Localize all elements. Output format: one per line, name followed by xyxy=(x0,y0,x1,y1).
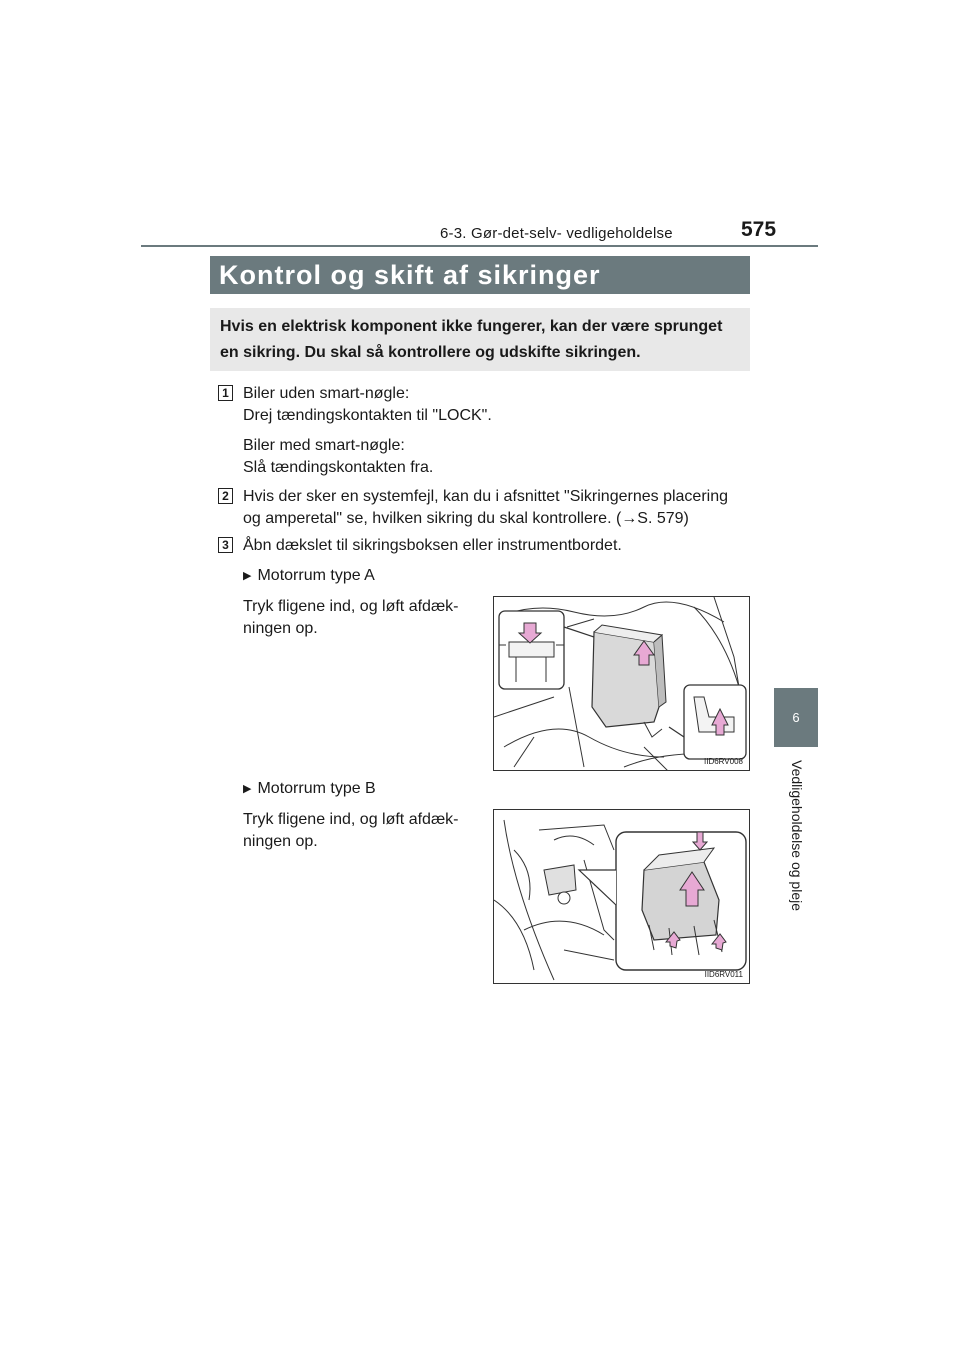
figure-engine-bay-type-a: IID6RV008 xyxy=(493,596,750,771)
step-1-line-1: Biler uden smart-nøgle: xyxy=(243,385,410,402)
up-arrow-icon xyxy=(710,933,727,951)
figure-b-illustration xyxy=(494,819,747,981)
section-title: Kontrol og skift af sikringer xyxy=(210,256,750,294)
figure-a-code: IID6RV008 xyxy=(704,757,743,766)
header-rule xyxy=(141,245,818,247)
step-1-line-2: Drej tændingskontakten til "LOCK". xyxy=(243,407,492,424)
step-number-2: 2 xyxy=(218,488,233,504)
figure-b-code: IID6RV011 xyxy=(704,970,743,979)
up-arrow-icon xyxy=(711,707,729,736)
step-1-line-3: Biler med smart-nøgle: xyxy=(243,437,405,454)
subsection-a-label: Motorrum type A xyxy=(243,565,374,588)
step-2-line-1: Hvis der sker en systemfejl, kan du i af… xyxy=(243,488,728,505)
subsection-b-label: Motorrum type B xyxy=(243,778,375,801)
subsection-b-text-1: Tryk fligene ind, og løft afdæk- xyxy=(243,811,459,828)
chapter-tab: 6 xyxy=(774,688,818,747)
down-arrow-icon xyxy=(691,831,709,851)
up-arrow-icon xyxy=(633,640,655,666)
subsection-b-text-2: ningen op. xyxy=(243,833,318,850)
step-2-line-2: og amperetal" se, hvilken sikring du ska… xyxy=(243,510,689,527)
chapter-label-text: Vedligeholdelse og pleje xyxy=(789,760,805,912)
down-arrow-icon xyxy=(517,622,543,644)
intro-box: Hvis en elektrisk komponent ikke fungere… xyxy=(210,308,750,371)
figure-engine-bay-type-b: IID6RV011 xyxy=(493,809,750,984)
header-section-title: 6-3. Gør-det-selv- vedligeholdelse xyxy=(440,225,673,242)
step-number-1: 1 xyxy=(218,385,233,401)
up-arrow-icon xyxy=(679,871,705,907)
subsection-a-text-1: Tryk fligene ind, og løft afdæk- xyxy=(243,598,459,615)
subsection-a-text-2: ningen op. xyxy=(243,620,318,637)
chapter-label: Vedligeholdelse og pleje xyxy=(782,760,812,940)
up-arrow-icon xyxy=(664,931,681,949)
figure-a-illustration xyxy=(494,597,747,770)
step-number-3: 3 xyxy=(218,537,233,553)
step-3-line-1: Åbn dækslet til sikringsboksen eller ins… xyxy=(243,537,622,554)
page-number: 575 xyxy=(741,218,777,241)
step-1-line-4: Slå tændingskontakten fra. xyxy=(243,459,434,476)
